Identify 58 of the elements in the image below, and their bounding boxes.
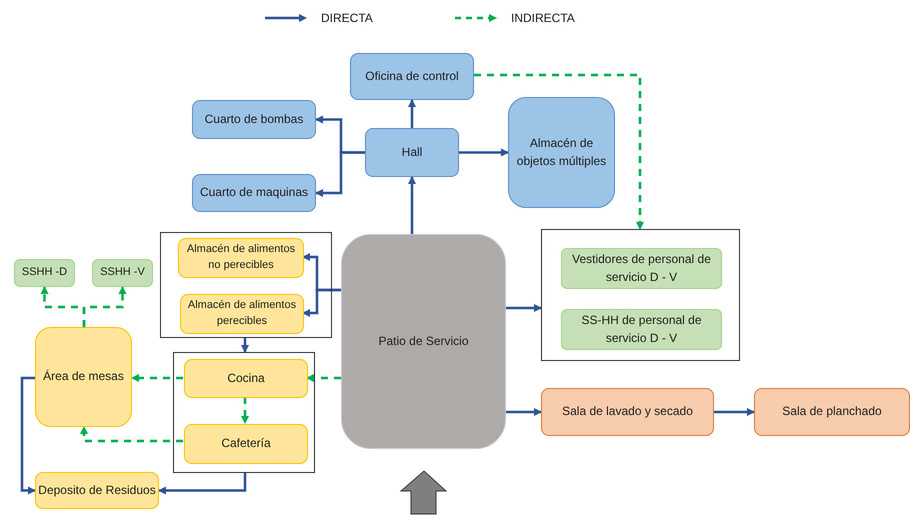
node-label: Cocina [227, 370, 265, 387]
arrow [506, 408, 542, 416]
node-label: Cuarto de maquinas [200, 184, 308, 202]
arrow [241, 397, 249, 424]
node-label: SSHH -D [22, 265, 68, 280]
arrow [474, 74, 644, 230]
node-label: Cuarto de bombas [204, 110, 304, 128]
process-box [14, 259, 75, 287]
arrow [306, 374, 341, 382]
node-label: Sala de lavado y secado [562, 403, 693, 420]
arrow [80, 426, 183, 442]
node-label: Área de mesas [43, 368, 124, 386]
node-label: Almacén de objetos múltiples [516, 135, 608, 170]
arrow [82, 286, 126, 327]
group-frame [173, 352, 315, 473]
node-label: Deposito de Residuos [38, 482, 156, 499]
node-label: Almacén de alimentos no perecibles [186, 242, 296, 273]
node-label: Sala de planchado [782, 403, 882, 420]
process-box [184, 424, 308, 464]
arrow [408, 176, 416, 234]
arrow [20, 376, 36, 494]
process-box [92, 259, 153, 287]
process-box [178, 238, 304, 278]
node-label: Vestidores de personal de servicio D - V [571, 251, 712, 286]
process-box [35, 327, 132, 427]
arrow [158, 473, 246, 494]
process-box [541, 388, 714, 436]
node-label: Almacén de alimentos perecibles [186, 298, 298, 329]
arrow [459, 148, 509, 156]
arrow [506, 304, 542, 312]
node-label: Cafetería [221, 435, 271, 452]
process-box [508, 97, 615, 208]
arrow [241, 338, 249, 353]
process-box [192, 174, 316, 212]
node-label: Patio de Servicio [378, 332, 469, 350]
group-frame [160, 232, 332, 338]
process-box [180, 294, 304, 334]
process-box [365, 128, 459, 177]
process-box [754, 388, 910, 436]
process-box [350, 53, 474, 100]
legend-label: DIRECTA [321, 11, 373, 25]
node-label: SS-HH de personal de servicio D - V [580, 312, 703, 346]
process-box [35, 472, 159, 509]
group-frame [541, 229, 740, 361]
process-box [192, 100, 316, 139]
node-label: SSHH -V [100, 265, 145, 280]
process-box [561, 248, 722, 289]
node-label: Oficina de control [365, 68, 459, 85]
process-box [341, 234, 506, 449]
process-box [561, 309, 722, 350]
legend-label: INDIRECTA [511, 11, 575, 25]
arrow [408, 99, 416, 128]
process-box [184, 359, 308, 398]
arrow [302, 288, 341, 317]
arrow [714, 408, 755, 416]
node-label: Hall [402, 144, 422, 161]
arrow [131, 374, 183, 382]
arrow [315, 151, 365, 197]
